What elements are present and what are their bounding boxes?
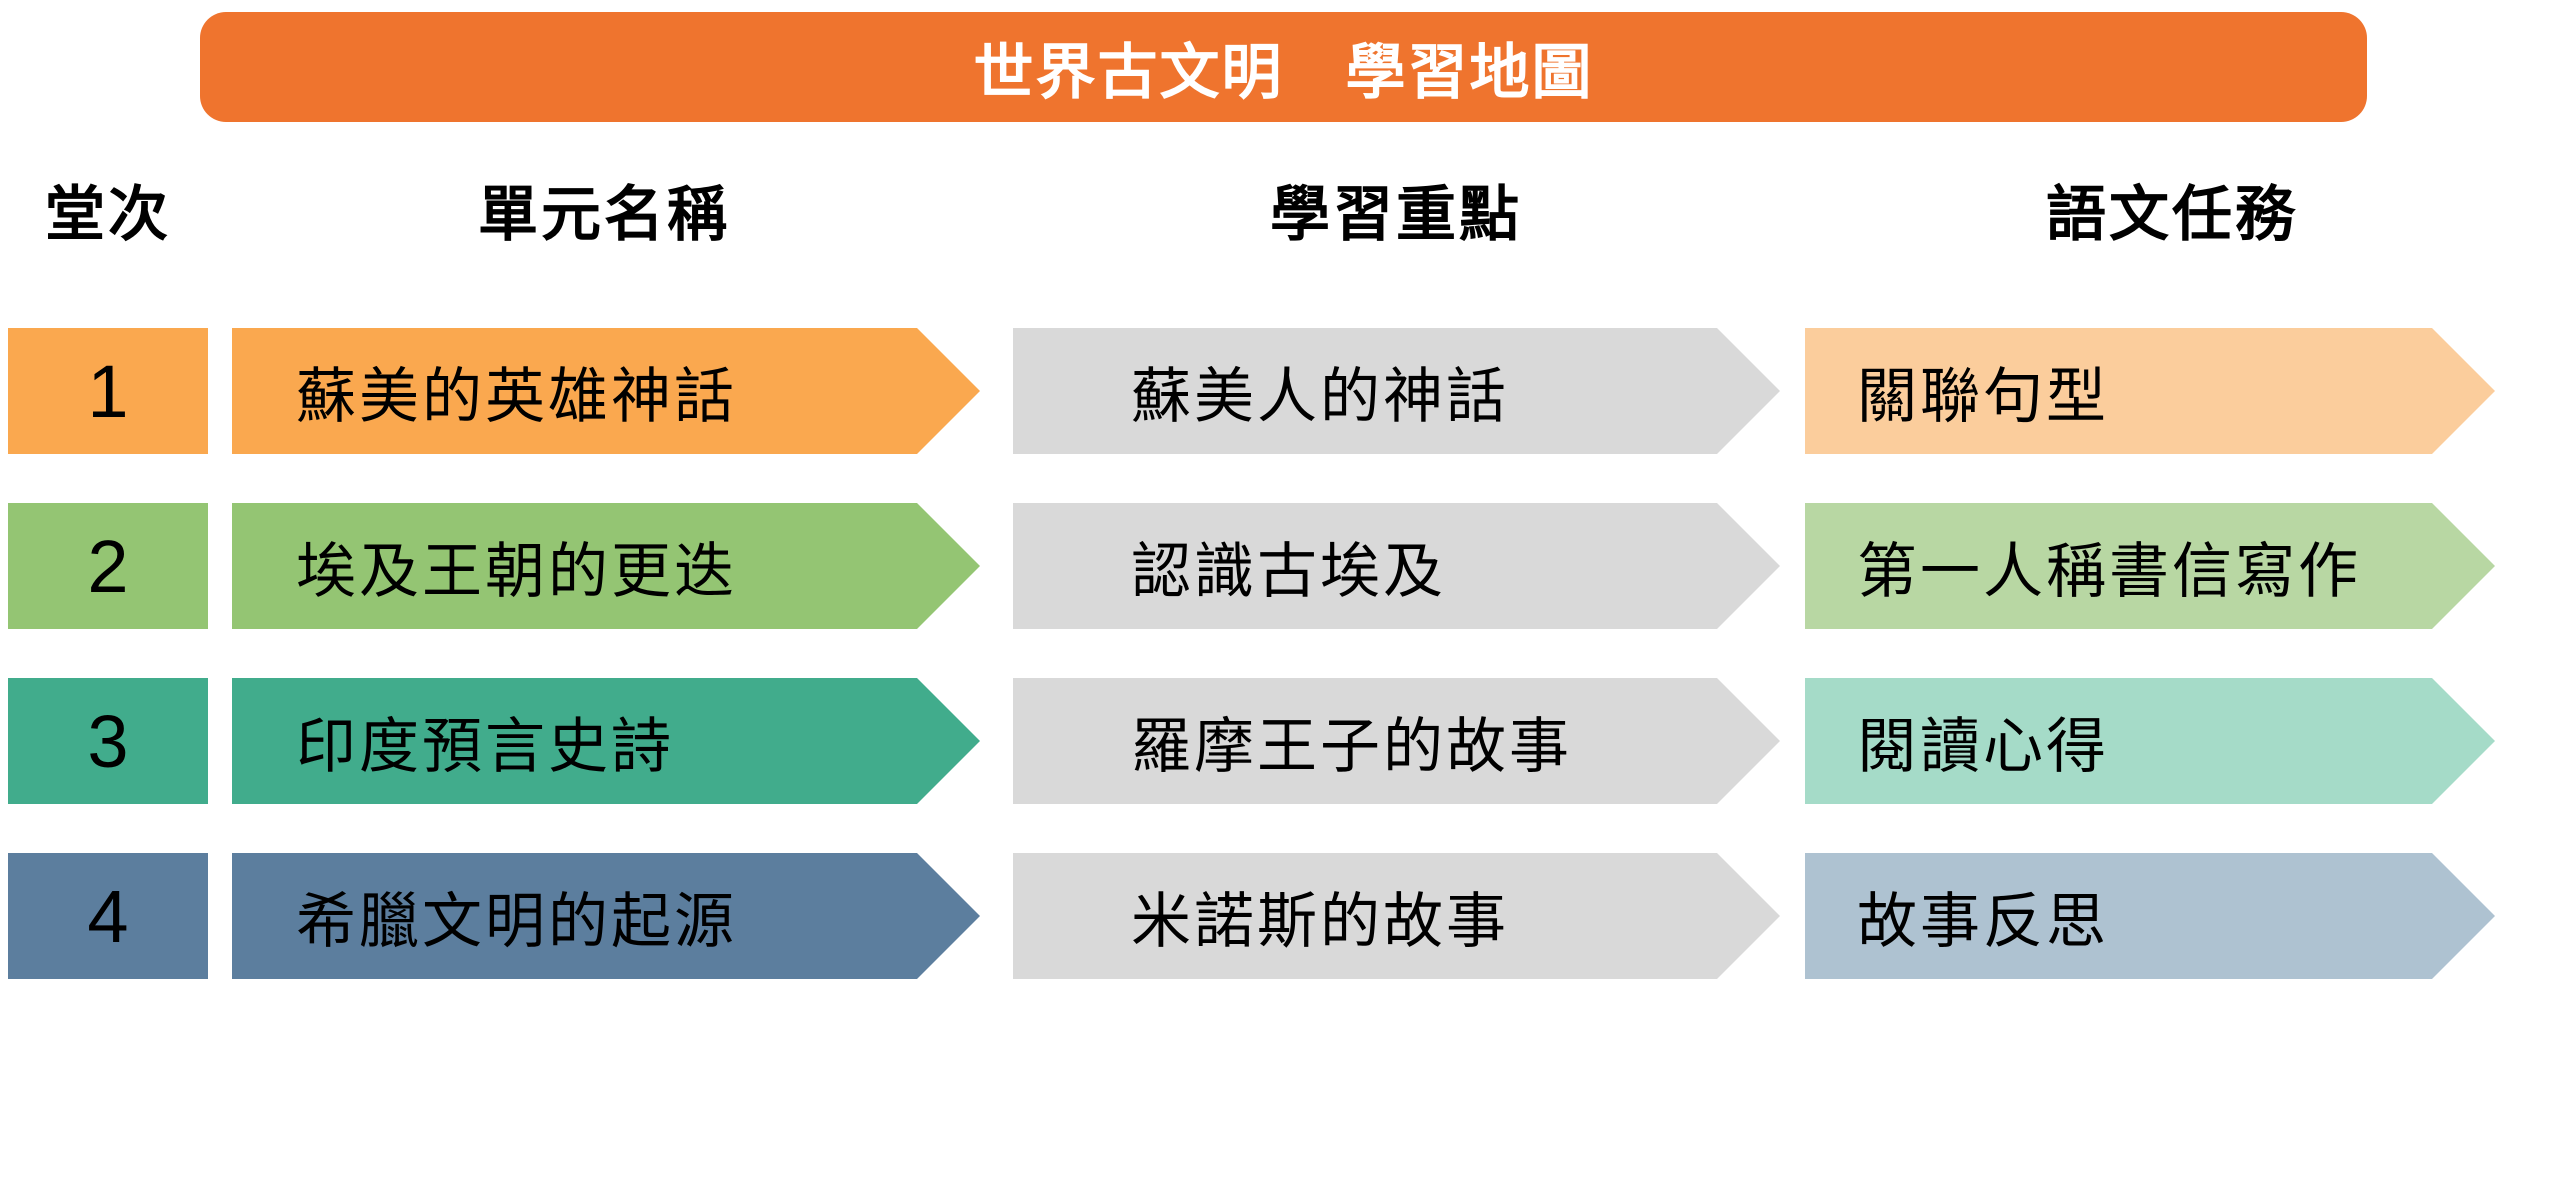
unit-arrow: 埃及王朝的更迭 — [232, 503, 980, 629]
unit-label: 蘇美的英雄神話 — [296, 362, 737, 430]
focus-label: 羅摩王子的故事 — [1131, 712, 1572, 780]
column-header-task: 語文任務 — [2046, 181, 2298, 248]
lesson-number-box: 2 — [8, 503, 208, 629]
lesson-row: 4 希臘文明的起源 米諾斯的故事 故事反思 — [0, 853, 2560, 979]
lesson-number-box: 1 — [8, 328, 208, 454]
lesson-number: 2 — [87, 524, 129, 608]
task-label: 閱讀心得 — [1857, 712, 2109, 780]
task-label: 關聯句型 — [1857, 362, 2109, 430]
unit-label: 埃及王朝的更迭 — [296, 537, 737, 605]
focus-arrow: 米諾斯的故事 — [1013, 853, 1780, 979]
lesson-row: 3 印度預言史詩 羅摩王子的故事 閱讀心得 — [0, 678, 2560, 804]
task-arrow: 故事反思 — [1805, 853, 2495, 979]
lesson-number-box: 3 — [8, 678, 208, 804]
task-arrow: 關聯句型 — [1805, 328, 2495, 454]
focus-arrow: 蘇美人的神話 — [1013, 328, 1780, 454]
page-title: 世界古文明 學習地圖 — [973, 38, 1594, 106]
unit-label: 印度預言史詩 — [296, 712, 674, 780]
task-label: 故事反思 — [1857, 887, 2109, 955]
unit-arrow: 希臘文明的起源 — [232, 853, 980, 979]
task-arrow: 閱讀心得 — [1805, 678, 2495, 804]
focus-label: 米諾斯的故事 — [1131, 887, 1509, 955]
lesson-row: 2 埃及王朝的更迭 認識古埃及 第一人稱書信寫作 — [0, 503, 2560, 629]
focus-label: 認識古埃及 — [1131, 537, 1446, 605]
lesson-row: 1 蘇美的英雄神話 蘇美人的神話 關聯句型 — [0, 328, 2560, 454]
task-arrow: 第一人稱書信寫作 — [1805, 503, 2495, 629]
unit-arrow: 印度預言史詩 — [232, 678, 980, 804]
page-title-banner: 世界古文明 學習地圖 — [200, 12, 2367, 122]
lesson-number-box: 4 — [8, 853, 208, 979]
column-header-lesson: 堂次 — [45, 181, 171, 248]
lesson-number: 1 — [87, 349, 129, 433]
focus-arrow: 認識古埃及 — [1013, 503, 1780, 629]
unit-arrow: 蘇美的英雄神話 — [232, 328, 980, 454]
column-header-focus: 學習重點 — [1270, 181, 1522, 248]
unit-label: 希臘文明的起源 — [296, 887, 737, 955]
column-header-unit: 單元名稱 — [478, 181, 730, 248]
lesson-number: 4 — [87, 874, 129, 958]
task-label: 第一人稱書信寫作 — [1857, 537, 2361, 605]
focus-arrow: 羅摩王子的故事 — [1013, 678, 1780, 804]
focus-label: 蘇美人的神話 — [1131, 362, 1509, 430]
lesson-number: 3 — [87, 699, 129, 783]
